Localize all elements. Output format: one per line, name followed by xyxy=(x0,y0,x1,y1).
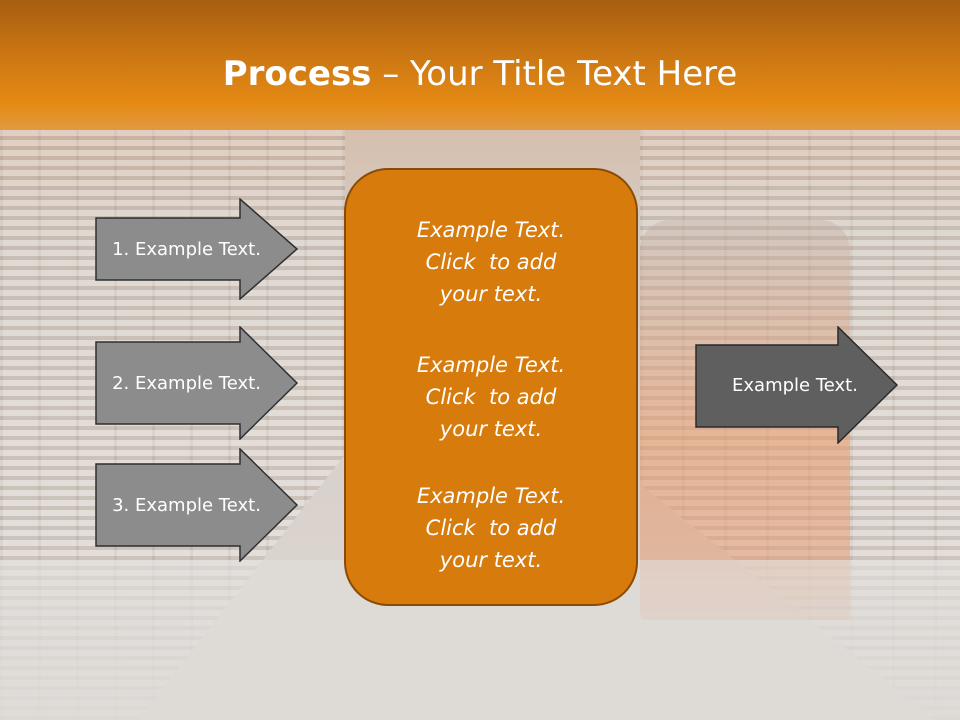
arrow-output-label: Example Text. xyxy=(732,374,858,396)
slide-title[interactable]: Process – Your Title Text Here xyxy=(0,52,960,96)
panel-block-1-line-2: Click to add xyxy=(425,250,557,274)
panel-block-3-line-2: Click to add xyxy=(425,516,557,540)
panel-block-2-line-2: Click to add xyxy=(425,385,557,409)
panel-block-3-line-3: your text. xyxy=(439,548,543,572)
title-bold: Process xyxy=(222,54,372,94)
panel-block-1-line-1: Example Text. xyxy=(416,218,566,242)
panel-block-2-line-1: Example Text. xyxy=(416,353,566,377)
panel-block-2-line-3: your text. xyxy=(439,417,543,441)
arrow-output[interactable]: Example Text. xyxy=(695,326,900,444)
arrow-step-2-label: 2. Example Text. xyxy=(112,372,261,394)
panel-block-1: Example Text. Click to add your text. xyxy=(346,214,636,310)
arrow-step-1-label: 1. Example Text. xyxy=(112,238,261,260)
arrow-step-3-label: 3. Example Text. xyxy=(112,494,261,516)
arrow-step-1[interactable]: 1. Example Text. xyxy=(95,198,300,300)
title-band xyxy=(0,0,960,130)
center-panel[interactable]: Example Text. Click to add your text. Ex… xyxy=(344,168,638,606)
panel-block-2: Example Text. Click to add your text. xyxy=(346,349,636,445)
panel-block-3-line-1: Example Text. xyxy=(416,484,566,508)
panel-block-1-line-3: your text. xyxy=(439,282,543,306)
title-rest: – Your Title Text Here xyxy=(371,54,738,94)
panel-block-3: Example Text. Click to add your text. xyxy=(346,480,636,576)
arrow-step-3[interactable]: 3. Example Text. xyxy=(95,448,300,562)
arrow-step-2[interactable]: 2. Example Text. xyxy=(95,326,300,440)
